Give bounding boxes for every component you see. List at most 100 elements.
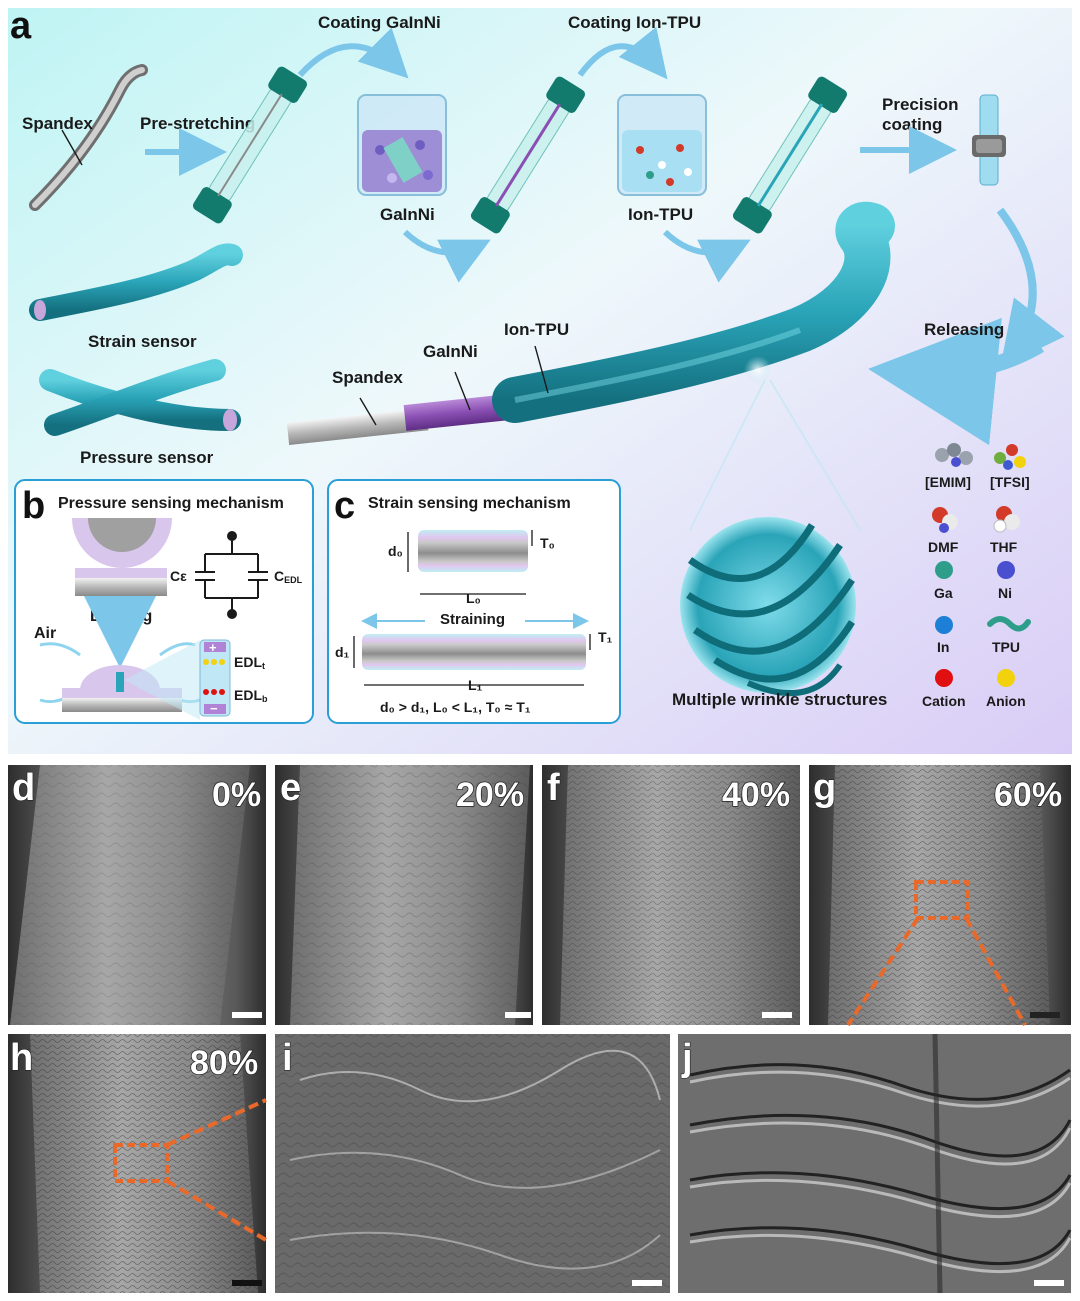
- strain-sensor-illustration: [29, 243, 243, 321]
- edl-t-label: EDLt: [234, 654, 265, 671]
- sem-h-letter: h: [10, 1037, 33, 1079]
- legend-ga-icon: [935, 561, 953, 579]
- sem-g-strain: 60%: [994, 776, 1062, 814]
- galnni-beaker: [357, 94, 447, 196]
- pressure-sensor-illustration: [39, 359, 241, 436]
- coating-ion-tpu-arrow: [577, 26, 668, 80]
- zoom-box-h: [113, 1143, 169, 1183]
- sem-f-strain: 40%: [722, 776, 790, 814]
- scale-bar-d: [232, 1012, 262, 1018]
- loading-label: Loading: [90, 608, 152, 625]
- substrate: [75, 578, 167, 596]
- legend-emim: [EMIM]: [925, 443, 973, 490]
- c-epsilon-label: Cε: [170, 568, 187, 584]
- molecule-legend: [EMIM] [TFSI] DMF THF Ga Ni In TPU: [922, 443, 1031, 709]
- releasing-arrow-curve: [996, 207, 1065, 368]
- legend-ga-label: Ga: [934, 585, 953, 601]
- sem-j-letter: j: [681, 1037, 693, 1079]
- legend-ni-icon: [997, 561, 1015, 579]
- t0-label: T₀: [540, 535, 555, 551]
- sem-panel-j: j: [678, 1033, 1072, 1294]
- sem-e-letter: e: [280, 767, 301, 809]
- indenter-core: [88, 518, 156, 552]
- panel-a-letter: a: [10, 5, 32, 47]
- substrate-coating: [75, 568, 167, 578]
- legend-cation-icon: [935, 669, 953, 687]
- zoom-box-g: [914, 880, 970, 920]
- coating-nozzle: [972, 94, 1006, 186]
- ion-tpu-out-arrow: [662, 229, 751, 283]
- scale-bar-j: [1034, 1280, 1064, 1286]
- ion-tpu-beaker-label: Ion-TPU: [628, 205, 693, 224]
- panel-b: b Pressure sensing mechanism Loading Cε …: [14, 479, 314, 724]
- panel-b-title: Pressure sensing mechanism: [58, 495, 284, 512]
- edl-bottom-plate: [204, 704, 226, 714]
- spandex-fiber-illustration: [29, 64, 148, 211]
- panel-b-letter: b: [22, 485, 45, 527]
- sem-panel-i: i: [275, 1034, 670, 1293]
- fiber-galnni-label: GaInNi: [423, 342, 478, 361]
- zoom-cone: [124, 640, 200, 720]
- d0-label: d₀: [388, 543, 403, 559]
- legend-dmf-label: DMF: [928, 539, 959, 555]
- straining-label: Straining: [440, 611, 505, 628]
- spandex-label: Spandex: [22, 114, 93, 133]
- sem-panel-g: g 60%: [809, 765, 1071, 1027]
- precision-coating-label-1: Precision: [882, 95, 959, 114]
- fiber-ion-tpu-label: Ion-TPU: [504, 320, 569, 339]
- legend-in-icon: [935, 616, 953, 634]
- sem-h-strain: 80%: [190, 1044, 258, 1082]
- stretch-frame-2: [470, 76, 586, 234]
- scale-bar-e: [505, 1012, 531, 1018]
- legend-in-label: In: [937, 639, 949, 655]
- scale-bar-h: [232, 1280, 262, 1286]
- edl-column: [199, 639, 231, 717]
- legend-tfsi-label: [TFSI]: [990, 474, 1030, 490]
- contact-zone: [116, 672, 124, 692]
- sem-e-strain: 20%: [456, 776, 524, 814]
- sem-d-strain: 0%: [212, 776, 261, 814]
- c-edl-label: CEDL: [274, 568, 303, 585]
- legend-tpu-label: TPU: [992, 639, 1020, 655]
- l1-label: L₁: [468, 677, 483, 693]
- air-label: Air: [34, 625, 56, 642]
- wrinkle-caption: Multiple wrinkle structures: [672, 690, 887, 709]
- precision-coating-label-2: coating: [882, 115, 942, 134]
- stretch-frame-3: [732, 76, 848, 234]
- galnni-beaker-label: GaInNi: [380, 205, 435, 224]
- stretch-frame-1: [192, 66, 308, 224]
- coating-galnni-label: Coating GaInNi: [318, 13, 441, 32]
- panel-c-letter: c: [334, 485, 355, 527]
- sem-panel-f: f 40%: [542, 765, 800, 1025]
- zoom-lines-h: [165, 1098, 268, 1242]
- legend-thf-label: THF: [990, 539, 1018, 555]
- scale-bar-f: [762, 1012, 792, 1018]
- fiber-spandex-label: Spandex: [332, 368, 403, 387]
- legend-thf: THF: [990, 506, 1020, 555]
- zoom-lines-g: [846, 916, 1027, 1027]
- legend-anion-label: Anion: [986, 693, 1026, 709]
- releasing-arrow: [868, 317, 1045, 446]
- plus-icon: +: [209, 640, 217, 655]
- coated-fiber-illustration: [286, 201, 895, 531]
- ion-tpu-beaker: [617, 94, 707, 196]
- scale-bar-i: [632, 1280, 662, 1286]
- legend-anion-icon: [997, 669, 1015, 687]
- legend-tfsi: [TFSI]: [990, 444, 1030, 490]
- legend-tpu-icon: [987, 616, 1031, 632]
- pressed-substrate: [62, 698, 182, 712]
- l0-label: L₀: [466, 590, 481, 606]
- wrinkle-sphere: [680, 517, 856, 697]
- strain-relation: d₀ > d₁, L₀ < L₁, T₀ ≈ T₁: [380, 699, 531, 715]
- sem-panel-d: d 0%: [8, 765, 266, 1025]
- edl-b-label: EDLb: [234, 687, 268, 704]
- equivalent-circuit: [195, 531, 268, 619]
- legend-dmf: DMF: [928, 507, 959, 555]
- coating-ion-tpu-label: Coating Ion-TPU: [568, 13, 701, 32]
- sem-i-letter: i: [282, 1037, 293, 1079]
- sem-g-letter: g: [813, 767, 836, 809]
- pre-stretching-label: Pre-stretching: [140, 114, 255, 133]
- legend-cation-label: Cation: [922, 693, 966, 709]
- pressed-coating: [62, 688, 182, 698]
